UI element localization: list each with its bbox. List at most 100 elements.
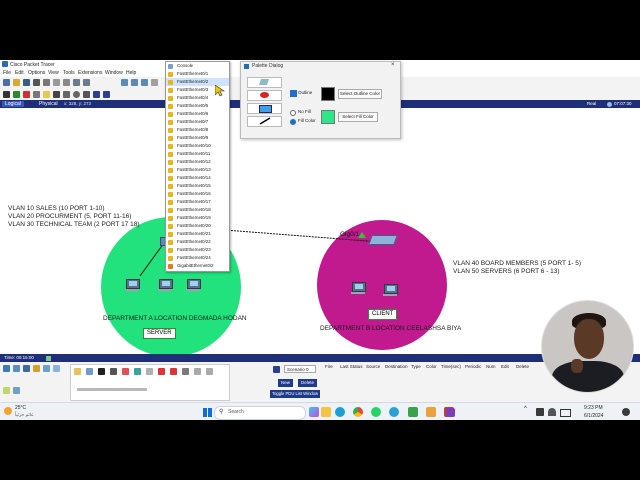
wifi-icon[interactable]: [548, 408, 556, 416]
pc-a3[interactable]: [186, 279, 201, 291]
copilot-icon[interactable]: [309, 407, 319, 417]
cable-list-scrollbar[interactable]: [77, 388, 147, 391]
cable-serial-dte-icon[interactable]: [170, 368, 177, 375]
pc-a1[interactable]: [125, 279, 140, 291]
scenario-select[interactable]: Scenario 0: [284, 365, 316, 373]
category-end-devices-icon[interactable]: [13, 365, 20, 372]
save-icon[interactable]: [23, 79, 30, 86]
subcategory-2-icon[interactable]: [13, 387, 20, 394]
menu-window[interactable]: Window: [105, 70, 123, 76]
chrome-icon[interactable]: [353, 407, 363, 417]
logical-workspace[interactable]: VLAN 10 SALES (10 PORT 1-10) VLAN 20 PRO…: [0, 108, 640, 357]
port-option-fa0-20[interactable]: FastEthernet0/20: [166, 222, 229, 230]
cable-octal-icon[interactable]: [182, 368, 189, 375]
inspect-icon[interactable]: [13, 91, 20, 98]
draw-line-icon[interactable]: [53, 91, 60, 98]
select-icon[interactable]: [3, 91, 10, 98]
new-file-icon[interactable]: [3, 79, 10, 86]
menu-help[interactable]: Help: [126, 70, 137, 76]
open-file-icon[interactable]: [13, 79, 20, 86]
menu-tools[interactable]: Tools: [63, 70, 75, 76]
outline-checkbox[interactable]: [290, 90, 297, 97]
cable-fiber-icon[interactable]: [122, 368, 129, 375]
shape-rectangle-swatch[interactable]: [247, 103, 282, 114]
menu-view[interactable]: View: [48, 70, 59, 76]
client-label[interactable]: CLIENT: [368, 309, 398, 320]
subcategory-1-icon[interactable]: [3, 387, 10, 394]
pc-b1[interactable]: [351, 282, 366, 294]
new-scenario-button[interactable]: New: [278, 379, 294, 387]
redo-icon[interactable]: [83, 79, 90, 86]
cable-iot-icon[interactable]: [194, 368, 201, 375]
delete-icon[interactable]: [23, 91, 30, 98]
telegram-icon[interactable]: [389, 407, 399, 417]
resize-shape-icon[interactable]: [33, 91, 40, 98]
port-option-fa0-24[interactable]: FastEthernet0/24: [166, 254, 229, 262]
battery-icon[interactable]: [560, 409, 571, 417]
category-misc-icon[interactable]: [43, 365, 50, 372]
whatsapp-icon[interactable]: [371, 407, 381, 417]
custom-device-icon[interactable]: [151, 79, 158, 86]
server-label[interactable]: SERVER: [143, 328, 176, 339]
cable-coax-icon[interactable]: [146, 368, 153, 375]
port-option-console[interactable]: Console: [166, 62, 229, 70]
vlan-note-board[interactable]: VLAN 40 BOARD MEMBERS (5 PORT 1- 5): [453, 260, 581, 267]
vlan-note-servers[interactable]: VLAN 50 SERVERS (6 PORT 6 - 13): [453, 268, 560, 275]
port-option-fa0-18[interactable]: FastEthernet0/18: [166, 206, 229, 214]
onenote-icon[interactable]: [446, 408, 455, 417]
port-option-gig0-2[interactable]: GigabitEthernet0/2: [166, 262, 229, 270]
category-connections-icon[interactable]: [33, 365, 40, 372]
pc-a2[interactable]: [158, 279, 173, 291]
menu-file[interactable]: File: [3, 70, 12, 76]
copy-icon[interactable]: [53, 79, 60, 86]
weather-icon[interactable]: [4, 407, 12, 415]
paste-icon[interactable]: [63, 79, 70, 86]
category-network-devices-icon[interactable]: [3, 365, 10, 372]
shape-line-swatch[interactable]: [247, 116, 282, 127]
tray-chevron-icon[interactable]: ^: [524, 406, 527, 412]
menu-options[interactable]: Options: [28, 70, 46, 76]
tab-logical[interactable]: Logical: [2, 101, 24, 107]
vlan-note-procurement[interactable]: VLAN 20 PROCURMENT (5, PORT 11-16): [8, 213, 132, 220]
port-option-fa0-3[interactable]: FastEthernet0/3: [166, 86, 229, 94]
zoom-out-icon[interactable]: [131, 79, 138, 86]
port-option-fa0-14[interactable]: FastEthernet0/14: [166, 174, 229, 182]
add-simple-pdu-icon[interactable]: [93, 91, 100, 98]
port-option-fa0-1[interactable]: FastEthernet0/1: [166, 70, 229, 78]
tab-physical[interactable]: Physical: [36, 101, 61, 107]
link-switch-to-pc[interactable]: [139, 242, 165, 277]
port-option-fa0-10[interactable]: FastEthernet0/10: [166, 142, 229, 150]
port-option-fa0-19[interactable]: FastEthernet0/19: [166, 214, 229, 222]
cable-serial-dce-icon[interactable]: [158, 368, 165, 375]
shape-note-swatch[interactable]: [247, 77, 282, 88]
category-components-icon[interactable]: [23, 365, 30, 372]
cable-straight-icon[interactable]: [98, 368, 105, 375]
store-icon[interactable]: [408, 407, 418, 417]
port-option-fa0-4[interactable]: FastEthernet0/4: [166, 94, 229, 102]
port-option-fa0-7[interactable]: FastEthernet0/7: [166, 118, 229, 126]
toggle-pdu-list-button[interactable]: Toggle PDU List Window: [270, 390, 321, 398]
port-option-fa0-22[interactable]: FastEthernet0/22: [166, 238, 229, 246]
select-outline-color-button[interactable]: Select Outline Color: [338, 89, 382, 99]
port-option-fa0-13[interactable]: FastEthernet0/13: [166, 166, 229, 174]
port-option-fa0-23[interactable]: FastEthernet0/23: [166, 246, 229, 254]
delete-scenario-button[interactable]: Delete: [298, 379, 318, 387]
vlan-note-sales[interactable]: VLAN 10 SALES (10 PORT 1-10): [8, 205, 105, 212]
draw-ellipse-icon[interactable]: [73, 91, 80, 98]
menu-edit[interactable]: Edit: [15, 70, 24, 76]
print-icon[interactable]: [33, 79, 40, 86]
file-explorer-icon[interactable]: [321, 407, 331, 417]
department-a-label[interactable]: DEPARTMENT A LOCATION DEGMADA HODAN: [103, 315, 247, 322]
port-option-fa0-6[interactable]: FastEthernet0/6: [166, 110, 229, 118]
draw-rectangle-icon[interactable]: [63, 91, 70, 98]
fill-color-radio[interactable]: [290, 119, 296, 125]
cable-usb-icon[interactable]: [206, 368, 213, 375]
zoom-reset-icon[interactable]: [141, 79, 148, 86]
shape-ellipse-swatch[interactable]: [247, 90, 282, 101]
port-option-fa0-9[interactable]: FastEthernet0/9: [166, 134, 229, 142]
taskbar-search-box[interactable]: ⚲ Search: [214, 406, 306, 420]
link-switch-a-to-b[interactable]: [224, 229, 381, 243]
no-fill-radio[interactable]: [290, 110, 296, 116]
menu-extensions[interactable]: Extensions: [78, 70, 103, 76]
palette-close-icon[interactable]: ×: [391, 62, 395, 68]
